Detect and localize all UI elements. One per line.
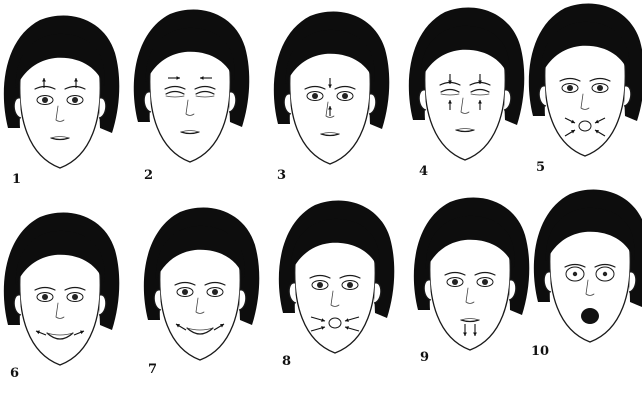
face-5 — [529, 3, 642, 156]
face-10 — [534, 189, 642, 342]
face-1 — [4, 15, 119, 168]
face-label-7: 7 — [148, 362, 157, 377]
face-2 — [134, 9, 249, 162]
face-label-9: 9 — [420, 350, 429, 365]
face-9 — [414, 197, 529, 350]
face-6 — [4, 212, 119, 365]
face-7 — [144, 207, 259, 360]
face-label-8: 8 — [282, 354, 291, 369]
face-8 — [279, 200, 394, 353]
face-label-5: 5 — [536, 160, 545, 175]
face-label-6: 6 — [10, 366, 19, 381]
face-label-10: 10 — [531, 344, 549, 359]
face-4 — [409, 7, 524, 160]
face-label-3: 3 — [277, 168, 286, 183]
face-label-2: 2 — [144, 168, 153, 183]
face-label-1: 1 — [12, 172, 21, 187]
face-label-4: 4 — [419, 164, 428, 179]
face-3 — [274, 11, 389, 164]
